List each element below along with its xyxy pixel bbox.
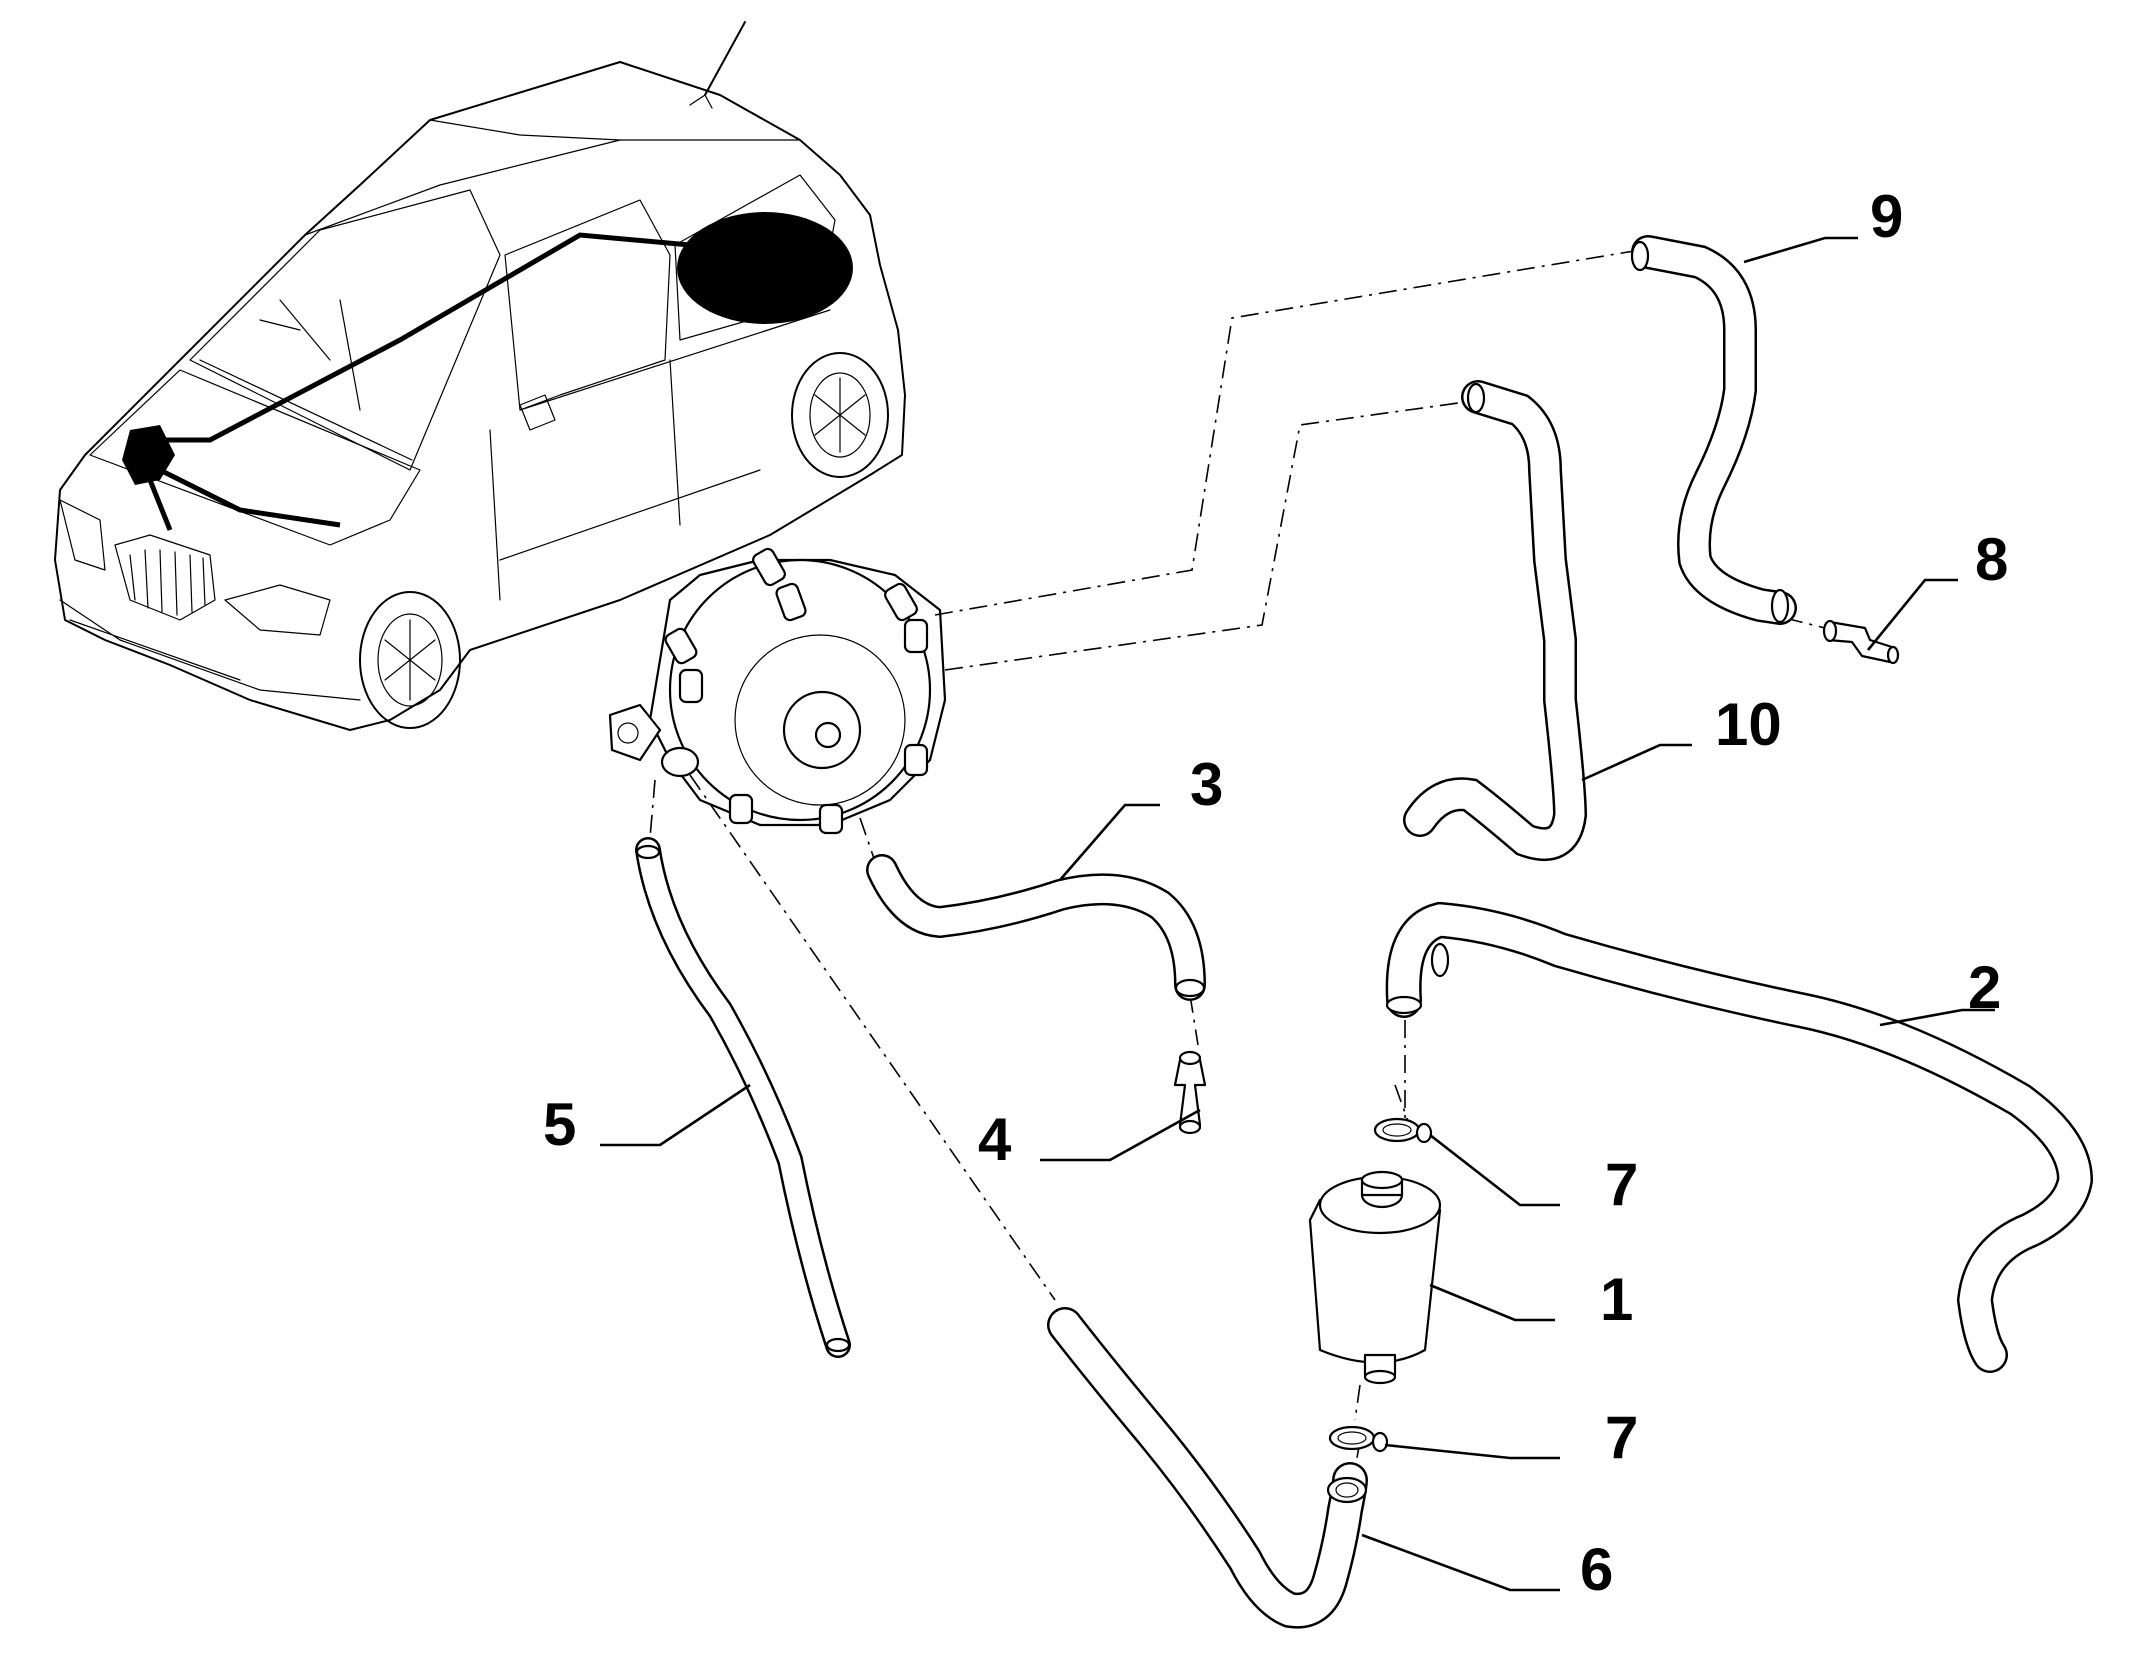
regulator-location-marker — [122, 425, 175, 485]
callout-10: 10 — [1715, 691, 1782, 758]
connector-8 — [1822, 619, 1900, 665]
hose-9 — [1630, 235, 1797, 625]
leader-lines — [600, 236, 1995, 1592]
vehicle-locator-illustration — [54, 21, 906, 731]
callout-7-upper: 7 — [1605, 1151, 1638, 1218]
callout-5: 5 — [543, 1091, 576, 1158]
callout-1: 1 — [1600, 1266, 1633, 1333]
hose-5 — [635, 837, 851, 1358]
callout-3: 3 — [1190, 751, 1223, 818]
hose-2 — [1385, 901, 2094, 1373]
lpg-regulator-assembly — [608, 547, 947, 835]
callout-6: 6 — [1580, 1536, 1613, 1603]
callout-9: 9 — [1870, 183, 1903, 250]
hose-6 — [1047, 1307, 1368, 1629]
callout-4: 4 — [978, 1106, 1012, 1173]
hose-10 — [1403, 380, 1588, 861]
hose-3 — [866, 854, 1206, 1001]
hose-clamp-upper — [1373, 1117, 1433, 1144]
callout-8: 8 — [1975, 526, 2008, 593]
hose-clamp-lower — [1328, 1425, 1389, 1453]
lpg-tank-location-marker — [677, 212, 853, 324]
callout-labels: 9 8 10 3 4 5 2 7 1 7 6 — [543, 183, 2008, 1603]
fuel-filter — [1308, 1170, 1442, 1385]
callout-7-lower: 7 — [1605, 1404, 1638, 1471]
callout-2: 2 — [1968, 954, 2001, 1021]
connector-4 — [1173, 1050, 1207, 1135]
